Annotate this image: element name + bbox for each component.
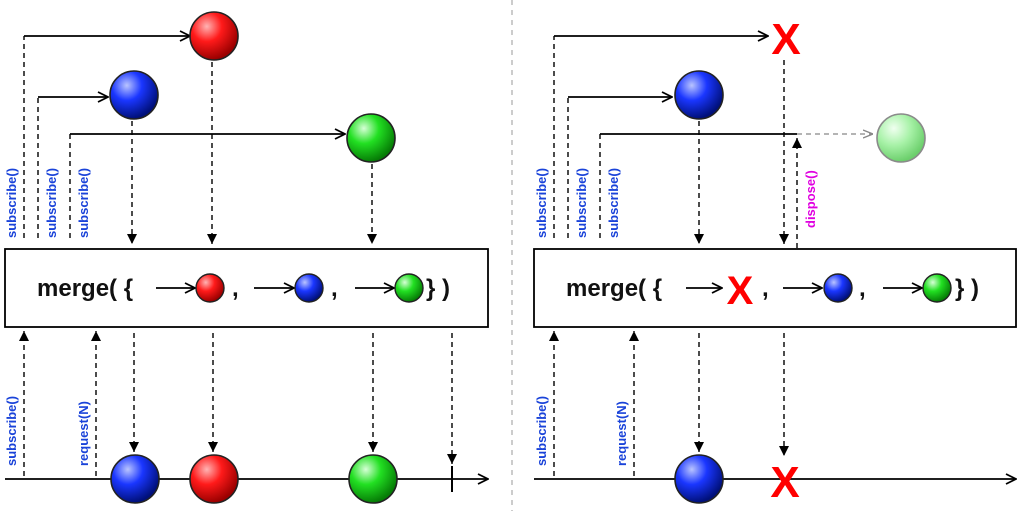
left-merge-comma-2: , [331, 275, 338, 302]
right-merge-comma-2: , [859, 275, 866, 302]
left-top-subscribe-label-3: subscribe() [76, 168, 91, 238]
left-bottom-request-label: request(N) [76, 401, 91, 466]
right-top-subscribe-label-3: subscribe() [606, 168, 621, 238]
right-merge-error-mark: X [727, 269, 754, 313]
right-merge-comma-1: , [762, 275, 769, 302]
left-green-marble-source [346, 113, 396, 163]
right-merge-green-marble [922, 273, 952, 303]
left-red-marble-output [189, 454, 239, 504]
left-merge-comma-1: , [232, 275, 239, 302]
left-bottom-subscribe-label: subscribe() [4, 396, 19, 466]
left-source-timeline-green [69, 134, 345, 238]
right-error-mark-source: X [771, 15, 800, 64]
right-panel: X subscribe() subscribe() subscribe() di… [533, 15, 1016, 507]
right-dispose-label: dispose() [803, 170, 818, 228]
right-top-subscribe-label-2: subscribe() [574, 168, 589, 238]
right-source-timeline-green [599, 134, 873, 238]
left-source-timeline-blue [37, 97, 108, 238]
right-source-timeline-blue [567, 97, 672, 238]
left-red-marble-source [189, 11, 239, 61]
right-merge-suffix: } ) [955, 275, 979, 302]
left-top-subscribe-label-2: subscribe() [44, 168, 59, 238]
right-green-marble-cancelled [876, 113, 926, 163]
left-merge-red-marble [195, 273, 225, 303]
right-merge-prefix: merge( { [566, 275, 662, 302]
right-top-subscribe-label-1: subscribe() [534, 168, 549, 238]
left-green-marble-output [348, 454, 398, 504]
right-merge-blue-marble [823, 273, 853, 303]
left-source-timeline-red [23, 36, 190, 238]
left-merge-green-marble [394, 273, 424, 303]
right-bottom-subscribe-label: subscribe() [534, 396, 549, 466]
right-blue-marble-output [674, 454, 724, 504]
left-blue-marble-source [109, 70, 159, 120]
left-merge-blue-marble [294, 273, 324, 303]
right-source-timeline-error [553, 36, 768, 238]
left-merge-prefix: merge( { [37, 275, 133, 302]
right-bottom-request-label: request(N) [614, 401, 629, 466]
right-blue-marble-source [674, 70, 724, 120]
left-panel: subscribe() subscribe() subscribe() merg… [4, 11, 488, 504]
right-error-mark-output: X [770, 458, 799, 507]
left-blue-marble-output [110, 454, 160, 504]
left-top-subscribe-label-1: subscribe() [4, 168, 19, 238]
left-merge-suffix: } ) [426, 275, 450, 302]
